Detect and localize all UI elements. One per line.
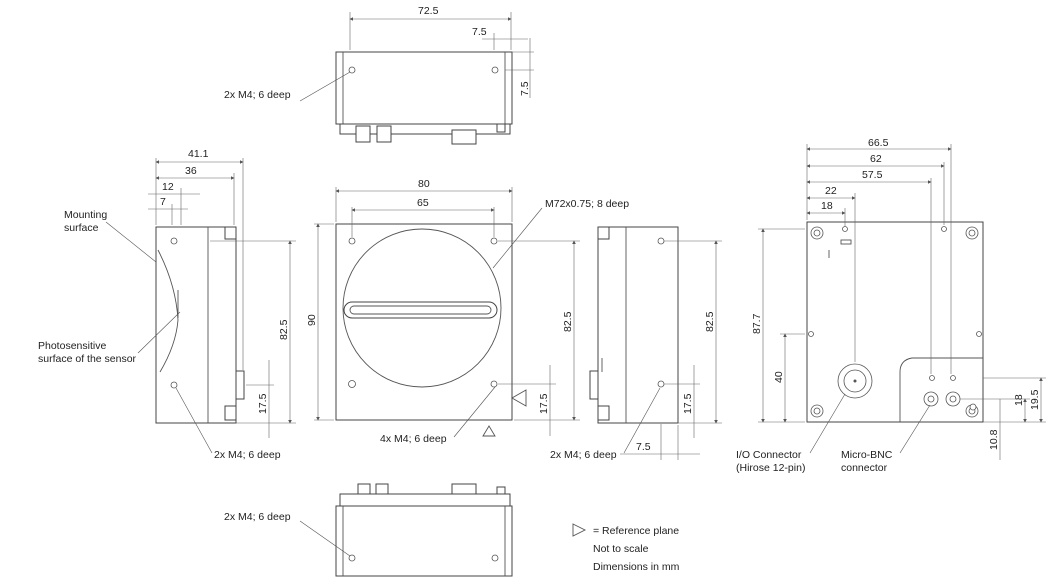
back-view: 66.5 62 57.5 22 18 87.7 40 18 19.5 10.8 … xyxy=(736,137,1046,474)
connector-block xyxy=(451,129,477,145)
bnc-connector-label: connector xyxy=(841,462,888,474)
dim-label: 12 xyxy=(162,181,174,193)
legend: = Reference plane Not to scale Dimension… xyxy=(572,523,680,573)
mounting-label: Mounting xyxy=(64,209,107,221)
thread-hole xyxy=(170,381,178,389)
legend-dimensions: Dimensions in mm xyxy=(593,561,680,573)
legend-reference-plane: = Reference plane xyxy=(593,525,679,537)
left-view: 41.1 36 12 7 Mounting surface Photosensi… xyxy=(38,148,296,461)
thread-hole xyxy=(491,554,499,562)
sensor-label: Photosensitive xyxy=(38,340,106,352)
thread-note: 2x M4; 6 deep xyxy=(214,449,281,461)
thread-hole xyxy=(348,380,356,388)
dim-label: 65 xyxy=(417,197,429,209)
dim-label: 87.7 xyxy=(751,313,763,334)
dim-label: 10.8 xyxy=(988,429,1000,450)
dim-label: 7 xyxy=(160,196,166,208)
reference-plane-icon xyxy=(572,523,587,537)
thread-hole xyxy=(490,380,498,388)
thread-hole xyxy=(490,237,498,245)
top-view-body xyxy=(335,51,513,125)
top-view: 72.5 7.5 7.5 2x M4; 6 deep xyxy=(224,5,534,145)
connector-block xyxy=(355,125,371,143)
dim-label: 36 xyxy=(185,165,197,177)
legend-not-to-scale: Not to scale xyxy=(593,543,649,555)
thread-hole xyxy=(657,237,665,245)
front-view-body xyxy=(335,223,513,421)
mounting-label: surface xyxy=(64,222,99,234)
thread-hole xyxy=(348,66,356,74)
dim-label: 7.5 xyxy=(472,26,487,38)
dim-label: 82.5 xyxy=(562,311,574,332)
thread-hole xyxy=(491,66,499,74)
right-view-body xyxy=(597,226,679,424)
dim-label: 66.5 xyxy=(868,137,889,149)
thread-hole xyxy=(657,380,665,388)
dim-label: 82.5 xyxy=(704,311,716,332)
reference-plane-icon xyxy=(482,425,496,437)
dim-label: 82.5 xyxy=(278,319,290,340)
reference-plane-icon xyxy=(511,389,527,407)
dim-label: 90 xyxy=(306,314,318,326)
thread-hole xyxy=(170,237,178,245)
dim-label: 80 xyxy=(418,178,430,190)
dim-label: 40 xyxy=(773,371,785,383)
thread-note: 2x M4; 6 deep xyxy=(224,511,291,523)
sensor-label: surface of the sensor xyxy=(38,353,137,365)
thread-hole xyxy=(348,554,356,562)
dim-label: 22 xyxy=(825,185,837,197)
dim-label: 17.5 xyxy=(538,393,550,414)
dim-label: 41.1 xyxy=(188,148,209,160)
mount-note: M72x0.75; 8 deep xyxy=(545,198,629,210)
lens-mount-circle xyxy=(342,228,502,388)
sensor-slot xyxy=(343,301,498,319)
left-view-body xyxy=(155,226,237,424)
right-view: 82.5 17.5 7.5 2x M4; 6 deep xyxy=(550,226,722,461)
io-connector-label: I/O Connector xyxy=(736,449,802,461)
back-view-body xyxy=(806,221,984,423)
dim-label: 72.5 xyxy=(418,5,439,17)
dim-label: 18 xyxy=(1013,394,1025,406)
dim-label: 17.5 xyxy=(682,393,694,414)
thread-note: 2x M4; 6 deep xyxy=(550,449,617,461)
thread-note: 4x M4; 6 deep xyxy=(380,433,447,445)
dim-label: 18 xyxy=(821,200,833,212)
dim-label: 7.5 xyxy=(636,441,651,453)
front-view: 80 65 90 82.5 17.5 M72x0.75; 8 deep 4x M… xyxy=(306,178,629,445)
bottom-view-body xyxy=(335,505,513,577)
dim-label: 57.5 xyxy=(862,169,883,181)
thread-hole xyxy=(348,237,356,245)
dim-label: 17.5 xyxy=(257,393,269,414)
bnc-connector-label: Micro-BNC xyxy=(841,449,893,461)
dim-label: 19.5 xyxy=(1029,389,1041,410)
connector-block xyxy=(376,125,392,143)
dim-label: 7.5 xyxy=(519,81,531,96)
dim-label: 62 xyxy=(870,153,882,165)
bottom-view: 2x M4; 6 deep xyxy=(224,483,513,577)
io-connector-label: (Hirose 12-pin) xyxy=(736,462,805,474)
thread-note: 2x M4; 6 deep xyxy=(224,89,291,101)
